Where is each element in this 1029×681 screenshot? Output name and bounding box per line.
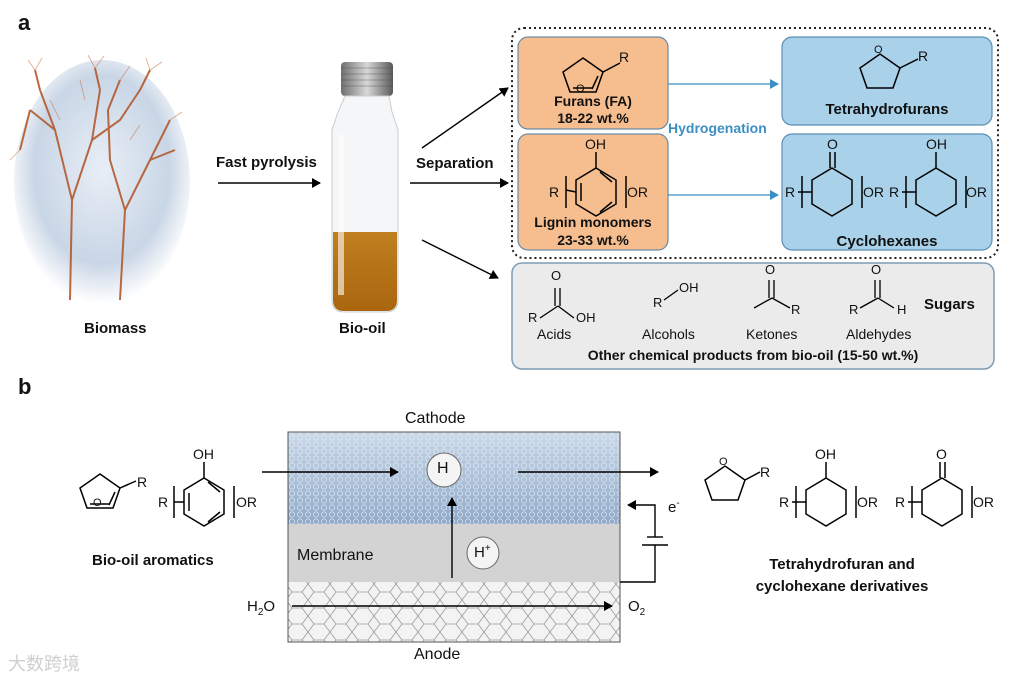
electron-label: e- — [668, 498, 680, 516]
products-box — [511, 262, 995, 370]
b-thf-structure — [704, 465, 761, 501]
phenol-oh-label: OH — [585, 136, 606, 152]
bottle-cap — [341, 62, 393, 96]
hydrogenation-label: Hydrogenation — [668, 120, 767, 136]
alcohol-structure — [663, 289, 679, 301]
furan-structure — [562, 57, 621, 93]
b-thf-o: O — [719, 456, 728, 468]
bio-oil-aromatics-label: Bio-oil aromatics — [92, 552, 214, 569]
cyclohexanes-label: Cyclohexanes — [836, 233, 938, 250]
biooil-label: Bio-oil — [339, 320, 386, 337]
cyclohexanone-or-label: OR — [863, 184, 884, 200]
b-furan-o: O — [93, 497, 102, 509]
alcohol-r-label: R — [653, 295, 663, 310]
b-phenol-structure — [173, 462, 235, 527]
hydrogen-atom — [426, 452, 462, 488]
cyclohexanol-r-label: R — [889, 184, 900, 200]
b-cyclohexanone-structure — [908, 462, 973, 527]
cyclohexanone-structure — [798, 152, 863, 217]
b-cyclohexanol-structure — [792, 462, 857, 527]
aldehyde-r-label: R — [849, 302, 859, 317]
b-phenol-oh: OH — [193, 446, 214, 462]
alcohols-label: Alcohols — [642, 326, 695, 342]
cyclohexanol-or-label: OR — [966, 184, 987, 200]
phenol-or-label: OR — [627, 184, 648, 200]
furan-r-label: R — [619, 49, 630, 65]
ketones-label: Ketones — [746, 326, 798, 342]
hydrogen-symbol: H — [437, 460, 449, 477]
acids-label: Acids — [537, 326, 572, 342]
b-cyclohexanol-or: OR — [857, 494, 878, 510]
lignin-name: Lignin monomers — [534, 214, 652, 230]
ketone-r-label: R — [791, 302, 801, 317]
thf-o-label: O — [874, 44, 883, 56]
dotted-group — [511, 27, 999, 259]
b-phenol-or: OR — [236, 494, 257, 510]
oxygen-label: O2 — [628, 598, 646, 618]
bottle-oil — [333, 232, 397, 311]
furan-o-label: O — [576, 83, 585, 95]
phenol-r-label: R — [549, 184, 560, 200]
lignin-box — [517, 133, 669, 251]
furans-name: Furans (FA) — [554, 93, 632, 109]
b-furan-r: R — [137, 474, 148, 490]
acid-structure — [539, 288, 575, 319]
ketone-structure — [753, 280, 791, 309]
acid-r-label: R — [528, 310, 538, 325]
acid-o-label: O — [551, 268, 562, 283]
aldehydes-label: Aldehydes — [846, 326, 912, 342]
proton — [466, 536, 500, 570]
proton-symbol: H+ — [474, 543, 491, 561]
lignin-amount: 23-33 wt.% — [557, 232, 629, 248]
biomass-image — [14, 60, 190, 304]
acid-oh-label: OH — [576, 310, 596, 325]
b-cyclohexanol-r: R — [779, 494, 790, 510]
b-cyclohexanol-oh: OH — [815, 446, 836, 462]
separation-label: Separation — [416, 155, 494, 172]
furans-box — [517, 36, 669, 130]
b-phenol-r: R — [158, 494, 169, 510]
b-cyclohexanone-o: O — [936, 446, 947, 462]
water-label: H2O — [247, 598, 276, 618]
aldehyde-structure — [859, 280, 895, 309]
fast-pyrolysis-label: Fast pyrolysis — [216, 154, 317, 171]
thf-box — [781, 36, 993, 126]
phenol-structure — [565, 152, 627, 217]
alcohol-oh-label: OH — [679, 280, 699, 295]
tetrahydrofurans-label: Tetrahydrofurans — [825, 101, 949, 118]
cyclohexanol-oh-label: OH — [926, 136, 947, 152]
b-furan-structure — [79, 473, 137, 509]
membrane-layer — [288, 524, 620, 582]
products-caption: Other chemical products from bio-oil (15… — [587, 347, 919, 363]
panel-a-letter: a — [18, 10, 31, 35]
aldehyde-o-label: O — [871, 262, 882, 277]
anode-label: Anode — [414, 646, 461, 663]
b-thf-r: R — [760, 464, 771, 480]
membrane-label: Membrane — [297, 547, 374, 564]
thf-r-label: R — [918, 48, 929, 64]
cyclohexanol-structure — [902, 152, 967, 217]
aldehyde-h-label: H — [897, 302, 907, 317]
tree-branches — [19, 67, 176, 301]
products-label-line2: cyclohexane derivatives — [755, 578, 929, 595]
cyclohexanone-r-label: R — [785, 184, 796, 200]
furans-amount: 18-22 wt.% — [557, 110, 629, 126]
watermark: 大数跨境 — [8, 654, 80, 675]
cyclohexanone-o-label: O — [827, 136, 838, 152]
panel-b-letter: b — [18, 374, 32, 399]
ketone-o-label: O — [765, 262, 776, 277]
biomass-label: Biomass — [84, 320, 147, 337]
b-cyclohexanone-or: OR — [973, 494, 994, 510]
thf-structure — [859, 53, 919, 89]
sugars-label: Sugars — [924, 296, 975, 313]
cathode-label: Cathode — [405, 410, 466, 427]
products-label-line1: Tetrahydrofuran and — [769, 556, 915, 573]
b-cyclohexanone-r: R — [895, 494, 906, 510]
